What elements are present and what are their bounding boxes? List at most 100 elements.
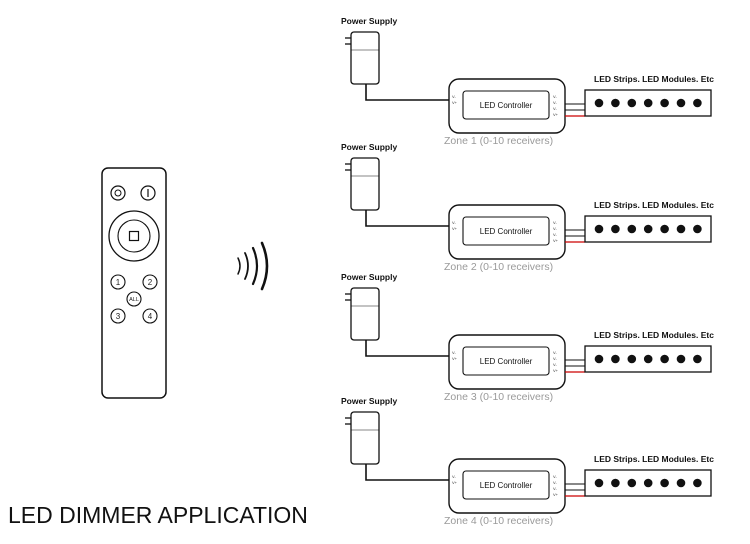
led-dot bbox=[627, 224, 637, 234]
power-wire bbox=[365, 84, 453, 101]
led-dot bbox=[594, 478, 604, 488]
power-wire bbox=[365, 210, 453, 227]
remote-control: 1 2 ALL 3 4 bbox=[101, 167, 167, 399]
led-dot bbox=[676, 224, 686, 234]
power-supply-label: Power Supply bbox=[341, 272, 397, 282]
zone-button-3-label: 3 bbox=[116, 312, 121, 321]
led-dot bbox=[676, 98, 686, 108]
led-dot bbox=[676, 478, 686, 488]
led-dot bbox=[643, 478, 653, 488]
led-dot bbox=[643, 354, 653, 364]
power-wire bbox=[365, 340, 453, 357]
output-pin-label: V- bbox=[553, 486, 557, 491]
input-pin-label: V+ bbox=[452, 226, 458, 231]
input-pin-label: V+ bbox=[452, 100, 458, 105]
led-dot bbox=[693, 98, 702, 108]
input-pin-label: V- bbox=[452, 474, 456, 479]
led-strip-label: LED Strips. LED Modules. Etc bbox=[594, 74, 714, 84]
output-pin-label: V+ bbox=[553, 238, 559, 243]
output-pin-label: V+ bbox=[553, 112, 559, 117]
all-button-label: ALL bbox=[129, 297, 139, 303]
zone-button-1: 1 bbox=[110, 274, 126, 290]
controller-label: LED Controller bbox=[480, 357, 533, 366]
output-pin-label: V- bbox=[553, 100, 557, 105]
power-supply bbox=[345, 287, 380, 341]
led-dot bbox=[594, 98, 604, 108]
power-supply bbox=[345, 411, 380, 465]
led-dot bbox=[627, 478, 637, 488]
power-wire bbox=[365, 464, 453, 481]
zone-button-4-label: 4 bbox=[148, 312, 153, 321]
wireless-waves-icon bbox=[237, 241, 269, 291]
zone-button-2-label: 2 bbox=[148, 278, 153, 287]
output-pin-label: V- bbox=[553, 362, 557, 367]
led-dot bbox=[627, 98, 637, 108]
output-pin-label: V- bbox=[553, 356, 557, 361]
zone-button-1-label: 1 bbox=[116, 278, 121, 287]
power-off-icon bbox=[110, 185, 126, 201]
zone-button-4: 4 bbox=[142, 308, 158, 324]
output-pin-label: V- bbox=[553, 480, 557, 485]
output-pin-label: V- bbox=[553, 94, 557, 99]
led-dot bbox=[676, 354, 686, 364]
led-dot bbox=[693, 354, 702, 364]
output-pin-label: V- bbox=[553, 474, 557, 479]
input-pin-label: V+ bbox=[452, 480, 458, 485]
input-pin-label: V- bbox=[452, 220, 456, 225]
led-strip-label: LED Strips. LED Modules. Etc bbox=[594, 330, 714, 340]
led-dot bbox=[611, 224, 620, 234]
led-dot bbox=[643, 98, 653, 108]
output-pin-label: V+ bbox=[553, 368, 559, 373]
output-pin-label: V- bbox=[553, 232, 557, 237]
led-dot bbox=[660, 224, 669, 234]
led-strip bbox=[584, 89, 712, 117]
power-supply-label: Power Supply bbox=[341, 396, 397, 406]
controller-label: LED Controller bbox=[480, 481, 533, 490]
output-pin-label: V+ bbox=[553, 492, 559, 497]
led-dot bbox=[693, 224, 702, 234]
led-dot bbox=[693, 478, 702, 488]
all-button: ALL bbox=[126, 291, 142, 307]
input-pin-label: V+ bbox=[452, 356, 458, 361]
led-strip-label: LED Strips. LED Modules. Etc bbox=[594, 200, 714, 210]
zone-button-2: 2 bbox=[142, 274, 158, 290]
led-strip bbox=[584, 345, 712, 373]
output-pin-label: V- bbox=[553, 106, 557, 111]
led-dot bbox=[611, 98, 620, 108]
power-supply bbox=[345, 157, 380, 211]
output-pin-label: V- bbox=[553, 220, 557, 225]
zone-label: Zone 2 (0-10 receivers) bbox=[444, 261, 553, 273]
controller-label: LED Controller bbox=[480, 101, 533, 110]
led-strip-label: LED Strips. LED Modules. Etc bbox=[594, 454, 714, 464]
zone-label: Zone 1 (0-10 receivers) bbox=[444, 135, 553, 147]
controller-label: LED Controller bbox=[480, 227, 533, 236]
zone-label: Zone 3 (0-10 receivers) bbox=[444, 391, 553, 403]
led-dot bbox=[660, 98, 669, 108]
led-dot bbox=[643, 224, 653, 234]
led-dot bbox=[611, 354, 620, 364]
led-dot bbox=[611, 478, 620, 488]
dimmer-wheel bbox=[108, 210, 160, 262]
power-supply bbox=[345, 31, 380, 85]
input-pin-label: V- bbox=[452, 350, 456, 355]
page-title: LED DIMMER APPLICATION bbox=[8, 502, 308, 528]
led-strip bbox=[584, 469, 712, 497]
output-pin-label: V- bbox=[553, 350, 557, 355]
power-supply-label: Power Supply bbox=[341, 16, 397, 26]
input-pin-label: V- bbox=[452, 94, 456, 99]
zone-label: Zone 4 (0-10 receivers) bbox=[444, 515, 553, 527]
stop-square-icon bbox=[128, 230, 140, 242]
led-dot bbox=[594, 224, 604, 234]
zone-button-3: 3 bbox=[110, 308, 126, 324]
power-supply-label: Power Supply bbox=[341, 142, 397, 152]
power-on-icon bbox=[140, 185, 156, 201]
